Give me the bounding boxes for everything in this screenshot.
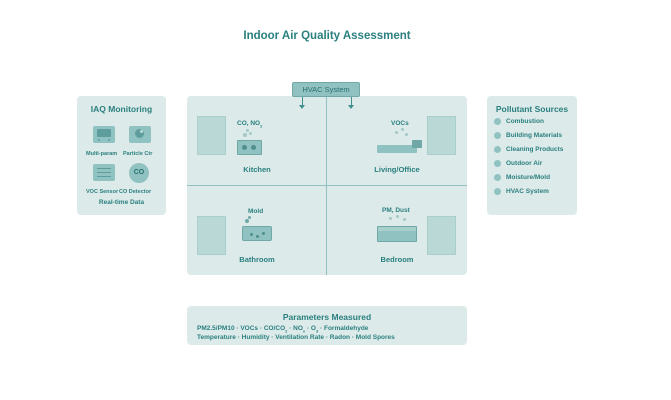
living-office-window xyxy=(427,116,456,155)
bed-icon xyxy=(377,226,417,242)
kitchen-smoke-dot xyxy=(243,133,247,137)
source-item-hvac-system: HVAC System xyxy=(494,188,549,195)
bathroom-window xyxy=(197,216,226,255)
airflow-arrow-head xyxy=(348,105,354,109)
computer-icon xyxy=(412,140,422,148)
co-detector-icon: CO xyxy=(129,163,149,183)
dust-dot xyxy=(389,217,392,220)
dust-dot xyxy=(403,218,406,221)
dust-dot xyxy=(396,215,399,218)
room-label-bedroom: Bedroom xyxy=(380,255,414,264)
kitchen-smoke-dot xyxy=(246,129,249,132)
parameters-line-2: Temperature · Humidity · Ventilation Rat… xyxy=(197,334,395,341)
bathtub-icon xyxy=(242,226,272,241)
mold-spot xyxy=(245,219,249,223)
kitchen-window xyxy=(197,116,226,155)
source-item-building-materials: Building Materials xyxy=(494,132,562,139)
airflow-arrow-head xyxy=(299,105,305,109)
pollutant-sources-panel: Pollutant Sources Combustion Building Ma… xyxy=(487,96,577,215)
bullet-icon xyxy=(494,146,501,153)
voc-sensor-icon xyxy=(93,164,115,181)
voc-dot xyxy=(405,133,408,136)
stove-icon xyxy=(237,140,262,155)
diagram-title: Indoor Air Quality Assessment xyxy=(243,30,411,42)
device-label-co-detector: CO Detector xyxy=(119,189,152,195)
kitchen-pollutant-label: CO, NO2 xyxy=(237,120,263,129)
pollutant-sources-title: Pollutant Sources xyxy=(495,104,569,114)
iaq-monitoring-title: IAQ Monitoring xyxy=(90,104,153,114)
bedroom-pollutant-label: PM, Dust xyxy=(382,207,410,214)
iaq-monitoring-panel: IAQ Monitoring Multi-param Particle Ctr … xyxy=(77,96,166,215)
bullet-icon xyxy=(494,118,501,125)
bullet-icon xyxy=(494,188,501,195)
real-time-data-label: Real-time Data xyxy=(98,199,145,206)
bedroom-window xyxy=(427,216,456,255)
room-divider-horizontal xyxy=(187,185,467,186)
device-label-particle-ctr: Particle Ctr xyxy=(123,151,153,157)
bullet-icon xyxy=(494,160,501,167)
airflow-arrow xyxy=(351,97,352,106)
source-item-moisture-mold: Moisture/Mold xyxy=(494,174,550,181)
kitchen-smoke-dot xyxy=(249,132,252,135)
room-label-kitchen: Kitchen xyxy=(243,165,271,174)
airflow-arrow xyxy=(302,97,303,106)
voc-dot xyxy=(395,131,398,134)
source-item-combustion: Combustion xyxy=(494,118,544,125)
device-label-multi-param: Multi-param xyxy=(86,151,118,157)
bullet-icon xyxy=(494,174,501,181)
hvac-system-unit: HVAC System xyxy=(292,82,360,97)
device-label-voc-sensor: VOC Sensor xyxy=(86,189,119,195)
room-label-living-office: Living/Office xyxy=(374,165,420,174)
parameters-line-1: PM2.5/PM10 · VOCs · CO/CO2 · NOx · O3 · … xyxy=(197,325,369,334)
parameters-title: Parameters Measured xyxy=(282,312,372,322)
source-item-outdoor-air: Outdoor Air xyxy=(494,160,542,167)
living-office-pollutant-label: VOCs xyxy=(391,120,409,127)
bathroom-pollutant-label: Mold xyxy=(248,208,264,215)
source-item-cleaning-products: Cleaning Products xyxy=(494,146,563,153)
monitor-icon xyxy=(93,126,115,143)
particle-counter-icon xyxy=(129,126,151,143)
desk-icon xyxy=(377,145,417,153)
room-label-bathroom: Bathroom xyxy=(239,255,275,264)
mold-spot xyxy=(248,216,251,219)
bullet-icon xyxy=(494,132,501,139)
voc-dot xyxy=(401,128,404,131)
parameters-measured-panel: Parameters Measured PM2.5/PM10 · VOCs · … xyxy=(187,306,467,345)
